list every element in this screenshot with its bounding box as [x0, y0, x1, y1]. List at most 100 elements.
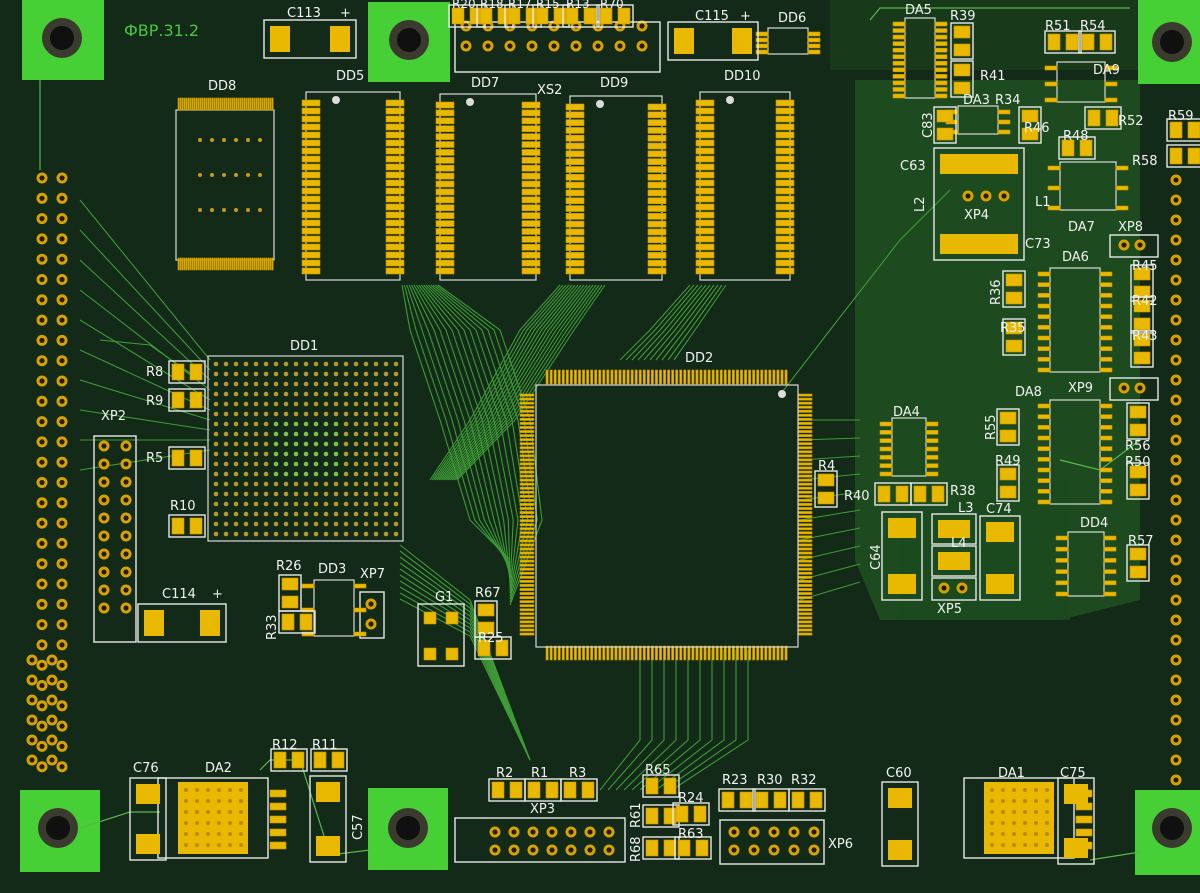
- bga-ball: [383, 361, 389, 367]
- pin-pad: [1075, 828, 1093, 837]
- pad: [316, 836, 340, 856]
- pad: [189, 391, 203, 409]
- pin-pad: [521, 251, 541, 259]
- resistor-r55: [996, 408, 1020, 446]
- bga-ball: [213, 531, 219, 537]
- bga-ball: [223, 381, 229, 387]
- mounting-hole-bottom-right: [1135, 790, 1200, 875]
- thermal-via: [239, 843, 243, 847]
- pin-pad: [892, 28, 906, 33]
- pin-pad: [301, 163, 321, 171]
- resistor-r8: [168, 360, 206, 384]
- capacitor-c74: [979, 515, 1021, 601]
- pad: [200, 610, 220, 636]
- pin-hole: [39, 195, 45, 201]
- pin-pad: [925, 446, 939, 452]
- pin-hole: [59, 540, 65, 547]
- pin-pad: [519, 515, 535, 519]
- pin-pad: [519, 507, 535, 510]
- bga-ball: [243, 391, 249, 397]
- thermal-via: [184, 832, 188, 836]
- bga-ball: [313, 521, 319, 527]
- xp9-header: [1118, 382, 1146, 394]
- pad: [953, 81, 971, 95]
- xp2-header: [98, 440, 132, 614]
- bga-ball: [343, 531, 349, 537]
- label-r51: R51: [1045, 19, 1071, 34]
- pin-pad: [519, 547, 535, 551]
- via: [198, 173, 202, 177]
- mounting-hole-bottom-left: [20, 790, 100, 872]
- pin-pad: [519, 430, 535, 433]
- pin-pad: [227, 257, 230, 271]
- label-r36: R36: [989, 279, 1004, 305]
- pin-hole: [101, 605, 107, 611]
- bga-ball: [253, 491, 259, 497]
- capacitor-c63-c73: [933, 147, 1025, 261]
- pin-pad: [181, 97, 184, 111]
- pin-hole: [59, 175, 65, 181]
- bga-ball: [373, 451, 379, 457]
- trace: [639, 650, 701, 791]
- resistor-r2: [488, 778, 526, 802]
- pin-pad: [647, 166, 667, 173]
- pin-pad: [181, 257, 184, 271]
- via: [246, 208, 250, 212]
- pin-pad: [797, 430, 813, 433]
- pin-pad: [519, 434, 535, 438]
- pin-pad: [797, 462, 813, 466]
- bga-ball: [263, 501, 269, 507]
- part-outline: [1078, 30, 1116, 54]
- pad: [171, 449, 185, 467]
- pin-pad: [519, 600, 535, 604]
- label-l3: L3: [958, 501, 974, 516]
- pin-pad: [797, 547, 813, 551]
- trace: [443, 284, 585, 481]
- pin-pad: [1099, 357, 1113, 362]
- part-outline: [1018, 106, 1042, 144]
- pin-pad: [1037, 335, 1051, 341]
- pad: [1129, 465, 1147, 479]
- bga-ball: [273, 511, 279, 517]
- pin-hole: [587, 829, 593, 835]
- bga-ball: [213, 451, 219, 457]
- pin-pad: [934, 74, 948, 79]
- label-dd7: DD7: [471, 76, 499, 91]
- pin-pad: [797, 571, 813, 575]
- thermal-via: [1001, 821, 1005, 825]
- thermal-via: [217, 843, 221, 847]
- bga-ball: [253, 481, 259, 487]
- via: [222, 173, 226, 177]
- bga-ball: [373, 491, 379, 497]
- pin-pad: [1047, 205, 1061, 211]
- pin-pad: [768, 369, 772, 385]
- pin-pad: [207, 97, 210, 111]
- pin-pad: [519, 426, 535, 429]
- bga-ball: [253, 441, 259, 447]
- bga-ball: [383, 511, 389, 517]
- pin-pad: [695, 645, 699, 661]
- pin-pad: [663, 645, 666, 661]
- pin-pad: [435, 149, 455, 156]
- chip-dd4: [1055, 531, 1117, 597]
- capacitor-c113: [263, 19, 357, 59]
- bga-ball: [323, 361, 329, 367]
- bga-ball: [373, 391, 379, 397]
- bga-ball: [393, 471, 399, 477]
- pad: [1081, 33, 1095, 51]
- bga-ball: [343, 501, 349, 507]
- pin-hole: [123, 515, 129, 521]
- pin-pad: [235, 257, 238, 271]
- part-outline: [910, 482, 948, 506]
- pin-pad: [565, 205, 585, 212]
- part-outline: [642, 774, 680, 798]
- pad: [451, 7, 465, 25]
- bga-ball: [283, 501, 289, 507]
- pin-pad: [435, 172, 455, 180]
- pin-pad: [519, 454, 535, 458]
- resistor-r63: [674, 836, 712, 860]
- pin-pad: [797, 507, 813, 510]
- pin-pad: [647, 158, 667, 165]
- label-da2: DA2: [205, 761, 232, 776]
- pin-hole: [959, 585, 965, 591]
